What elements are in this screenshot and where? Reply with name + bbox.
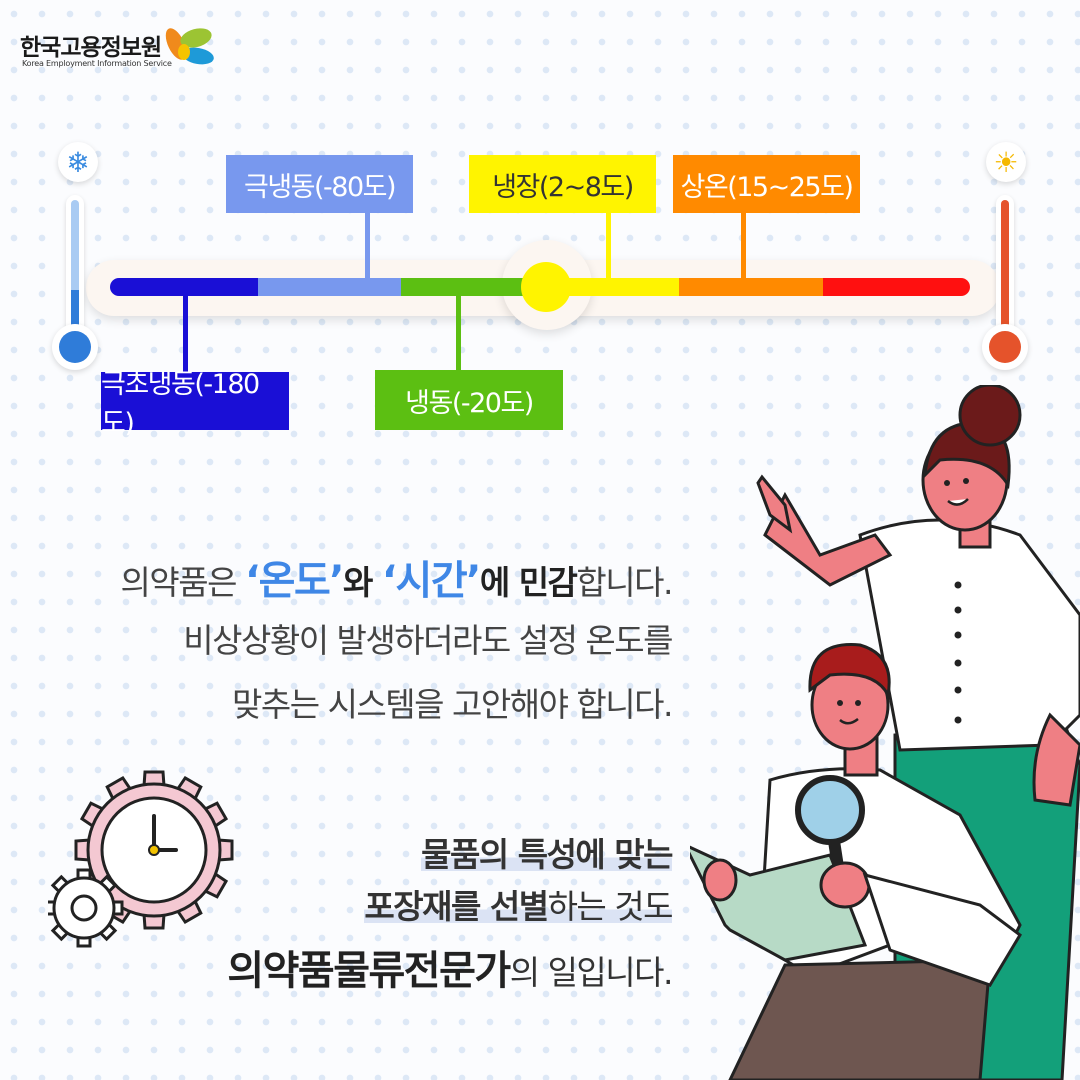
message2-line2: 포장재를 선별하는 것도 bbox=[364, 887, 674, 926]
label-room-temp: 상온(15~25도) bbox=[673, 155, 860, 213]
connector-room-temp bbox=[741, 210, 746, 280]
connector-ultra-low bbox=[183, 294, 188, 374]
cold-thermometer: ❄ bbox=[48, 140, 108, 380]
message1-line3: 맞추는 시스템을 고안해야 합니다. bbox=[232, 685, 674, 724]
logo-english-text: Korea Employment Information Service bbox=[22, 59, 172, 68]
slider-knob[interactable] bbox=[521, 262, 571, 312]
connector-freeze bbox=[456, 294, 461, 372]
logo-mark bbox=[165, 28, 214, 65]
sun-icon: ☀ bbox=[986, 142, 1026, 182]
label-freeze: 냉동(-20도) bbox=[375, 370, 563, 430]
message2-line3: 의약품물류전문가의 일입니다. bbox=[227, 948, 673, 994]
message1-line1: 의약품은 ‘온도’와 ‘시간’에 민감합니다. bbox=[120, 558, 674, 604]
segment-room-temp bbox=[679, 278, 825, 296]
hot-thermometer: ☀ bbox=[978, 140, 1038, 380]
people-illustration bbox=[690, 385, 1080, 1080]
label-ultra-low: 극초냉동(-180도) bbox=[101, 369, 289, 439]
segment-deep-freeze bbox=[258, 278, 403, 296]
label-refrigerated: 냉장(2~8도) bbox=[469, 155, 656, 213]
segment-freeze bbox=[401, 278, 541, 296]
label-deep-freeze: 극냉동(-80도) bbox=[226, 155, 413, 213]
connector-refrigerated bbox=[606, 210, 611, 280]
message2-line1: 물품의 특성에 맞는 bbox=[421, 835, 673, 874]
segment-hot bbox=[823, 278, 970, 296]
connector-deep-freeze bbox=[365, 210, 370, 280]
message1-line2: 비상상황이 발생하더라도 설정 온도를 bbox=[183, 621, 673, 660]
clock-gear-icon bbox=[48, 770, 234, 948]
logo-korean-text: 한국고용정보원 bbox=[20, 35, 162, 61]
segment-ultra-low bbox=[110, 278, 260, 296]
snowflake-icon: ❄ bbox=[58, 142, 98, 182]
segment-refrigerated bbox=[539, 278, 681, 296]
